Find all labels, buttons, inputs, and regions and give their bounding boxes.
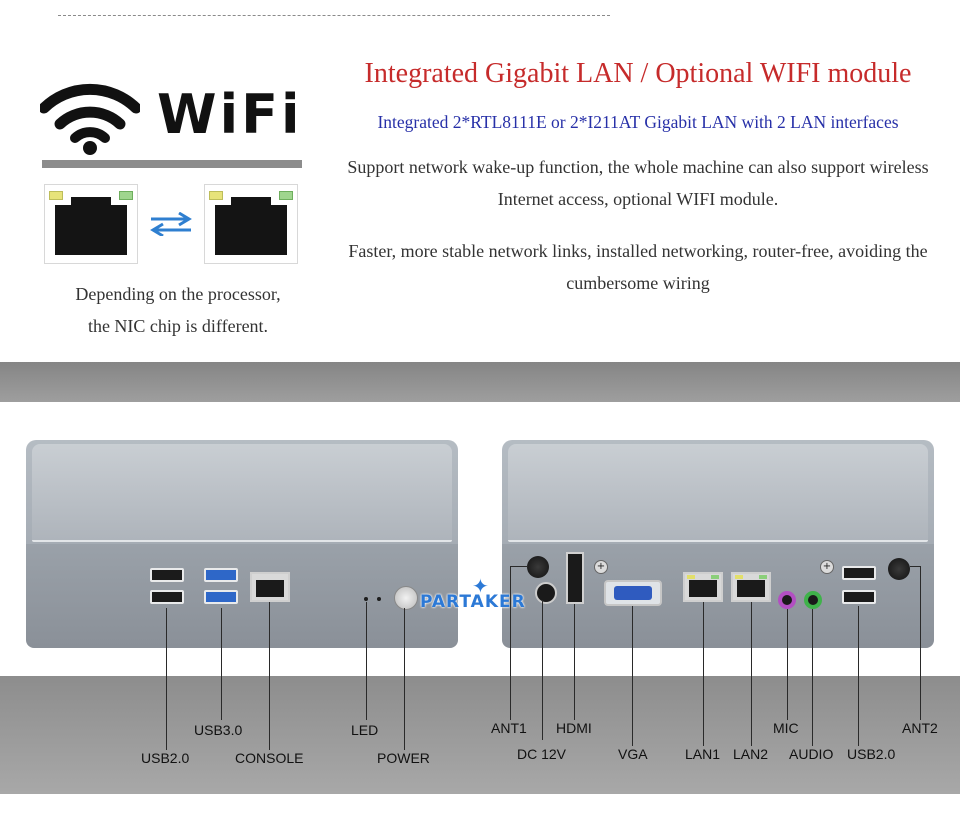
feature-title: Integrated Gigabit LAN / Optional WIFI m… — [364, 58, 912, 89]
leader-ant1-tick — [510, 566, 528, 567]
ethernet-port-icon-right — [204, 184, 298, 264]
label-vga: VGA — [618, 746, 648, 762]
label-hdmi: HDMI — [556, 720, 592, 736]
label-dc: DC 12V — [517, 746, 567, 762]
usb3-port-bottom — [204, 590, 238, 604]
nic-chip-caption: Depending on the processor, the NIC chip… — [40, 278, 316, 342]
gray-separator-band — [0, 362, 960, 402]
leader-mic — [787, 609, 788, 720]
label-lan1: LAN1 — [685, 746, 721, 762]
leader-power — [404, 608, 405, 750]
label-ant1: ANT1 — [491, 720, 527, 736]
paragraph-1-line-2: Internet access, optional WIFI module. — [497, 189, 779, 209]
wifi-logo-text: WiFi — [157, 83, 303, 146]
wifi-icon — [40, 83, 140, 155]
usb2-port-rear-top — [842, 566, 876, 580]
caption-line-1: Depending on the processor, — [75, 284, 281, 304]
label-usb2-rear: USB2.0 — [847, 746, 896, 762]
leader-usb3 — [221, 608, 222, 720]
paragraph-2-line-2: cumbersome wiring — [566, 273, 710, 293]
leader-audio — [812, 609, 813, 746]
hdmi-port — [566, 552, 584, 604]
usb2-port-front-bottom — [150, 590, 184, 604]
leader-hdmi — [574, 604, 575, 720]
label-audio: AUDIO — [789, 746, 834, 762]
feature-paragraph-1: Support network wake-up function, the wh… — [318, 151, 958, 215]
paragraph-2-line-1: Faster, more stable network links, insta… — [348, 241, 928, 261]
top-dashed-divider — [58, 15, 610, 16]
screw-icon-left: + — [594, 560, 608, 574]
wifi-logo-underline — [42, 160, 302, 168]
label-background-band — [0, 676, 960, 794]
brand-star-icon: ✦ — [472, 574, 489, 598]
led-indicator-2 — [377, 597, 381, 601]
label-ant2: ANT2 — [902, 720, 938, 736]
vga-port — [604, 580, 662, 606]
front-panel-device — [26, 440, 458, 648]
label-usb2-front: USB2.0 — [141, 750, 190, 766]
feature-paragraph-2: Faster, more stable network links, insta… — [318, 235, 958, 299]
console-port — [250, 572, 290, 602]
audio-jack — [804, 591, 822, 609]
leader-usb2-rear — [858, 606, 859, 746]
brand-logo: PARTAKER — [420, 592, 526, 612]
usb3-port-top — [204, 568, 238, 582]
leader-ant2-tick — [910, 566, 920, 567]
lan2-port — [731, 572, 771, 602]
antenna-port-2 — [888, 558, 910, 580]
screw-icon-right: + — [820, 560, 834, 574]
usb2-port-front-top — [150, 568, 184, 582]
rear-panel-device — [502, 440, 934, 648]
leader-dc — [542, 600, 543, 740]
antenna-port-1 — [527, 556, 549, 578]
caption-line-2: the NIC chip is different. — [87, 316, 269, 336]
led-indicator-1 — [364, 597, 368, 601]
leader-ant2 — [920, 566, 921, 720]
leader-led — [366, 602, 367, 720]
lan1-port — [683, 572, 723, 602]
label-usb3: USB3.0 — [194, 722, 243, 738]
leader-lan1 — [703, 602, 704, 746]
leader-lan2 — [751, 602, 752, 746]
leader-vga — [632, 606, 633, 746]
label-power: POWER — [377, 750, 430, 766]
label-lan2: LAN2 — [733, 746, 769, 762]
label-console: CONSOLE — [235, 750, 304, 766]
paragraph-1-line-1: Support network wake-up function, the wh… — [347, 157, 929, 177]
power-button — [394, 586, 418, 610]
dc-power-jack — [535, 582, 557, 604]
feature-subtitle: Integrated 2*RTL8111E or 2*I211AT Gigabi… — [377, 112, 899, 132]
mic-jack — [778, 591, 796, 609]
swap-arrows-icon — [150, 212, 192, 236]
ethernet-port-icon-left — [44, 184, 138, 264]
leader-console — [269, 602, 270, 750]
leader-usb2-front — [166, 608, 167, 750]
label-mic: MIC — [773, 720, 799, 736]
label-led: LED — [351, 722, 379, 738]
usb2-port-rear-bottom — [842, 590, 876, 604]
leader-ant1 — [510, 566, 511, 720]
